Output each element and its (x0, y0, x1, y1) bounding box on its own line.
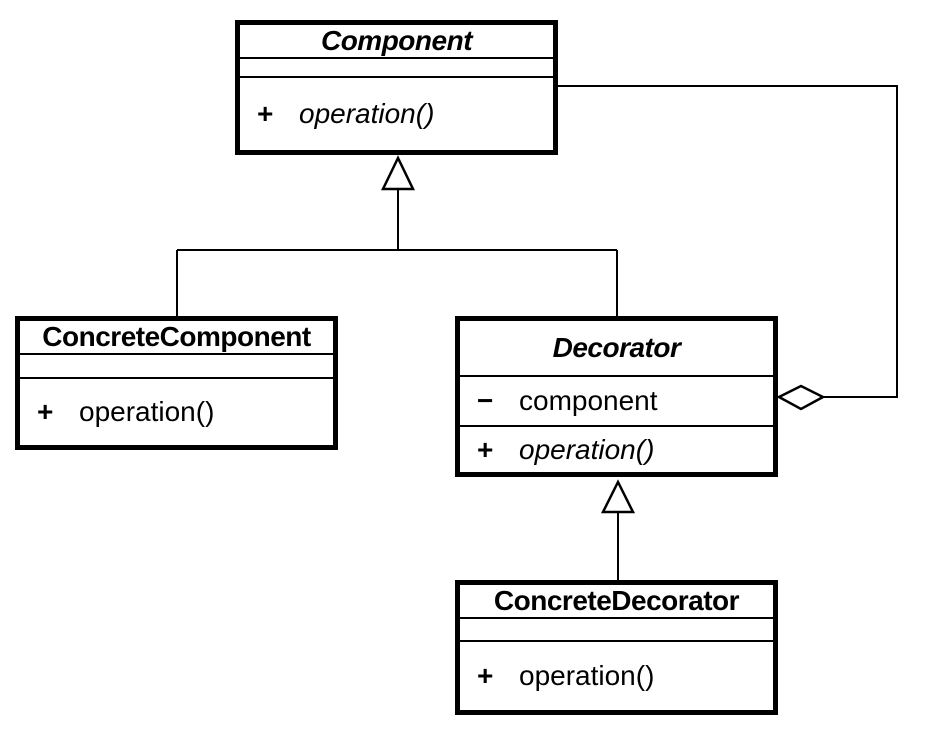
class-box-decorator: Decorator − component + operation() (455, 316, 778, 477)
attribute-name: component (519, 385, 658, 416)
class-box-concrete-decorator: ConcreteDecorator + operation() (455, 580, 778, 715)
operation-row: + operation() (240, 78, 553, 150)
attributes-compartment-decorator: − component (460, 375, 773, 425)
operations-compartment-decorator: + operation() (460, 425, 773, 472)
operations-compartment-concrete-component: + operation() (20, 377, 333, 445)
aggregation-line-decorator-component (558, 85, 898, 398)
inheritance-triangle-component (381, 155, 415, 191)
operations-compartment-component: + operation() (240, 76, 553, 150)
visibility-sign: − (477, 385, 494, 416)
visibility-sign: + (37, 396, 54, 427)
visibility-sign: + (477, 660, 494, 691)
operation-row: + operation() (460, 642, 773, 710)
operation-name: operation() (519, 433, 655, 465)
operation-row: + operation() (20, 379, 333, 445)
attributes-compartment-concrete-decorator (460, 617, 773, 640)
class-title-concrete-decorator: ConcreteDecorator (493, 585, 740, 616)
attributes-compartment-component (240, 57, 553, 76)
visibility-sign: + (257, 98, 274, 129)
visibility-sign: + (477, 433, 494, 465)
operation-name: operation() (79, 396, 215, 427)
class-box-component: Component + operation() (235, 20, 558, 155)
class-title-concrete-component: ConcreteComponent (42, 321, 311, 352)
class-title-component: Component (320, 25, 473, 56)
attributes-compartment-concrete-component (20, 353, 333, 377)
inheritance-triangle-decorator (600, 479, 636, 514)
operation-name: operation() (519, 660, 655, 691)
class-title-decorator: Decorator (552, 332, 681, 363)
operation-name: operation() (299, 98, 435, 129)
class-box-concrete-component: ConcreteComponent + operation() (15, 316, 338, 450)
operation-row: + operation() (460, 427, 773, 472)
attribute-row: − component (460, 377, 773, 425)
aggregation-diamond (776, 384, 826, 411)
operations-compartment-concrete-decorator: + operation() (460, 640, 773, 710)
